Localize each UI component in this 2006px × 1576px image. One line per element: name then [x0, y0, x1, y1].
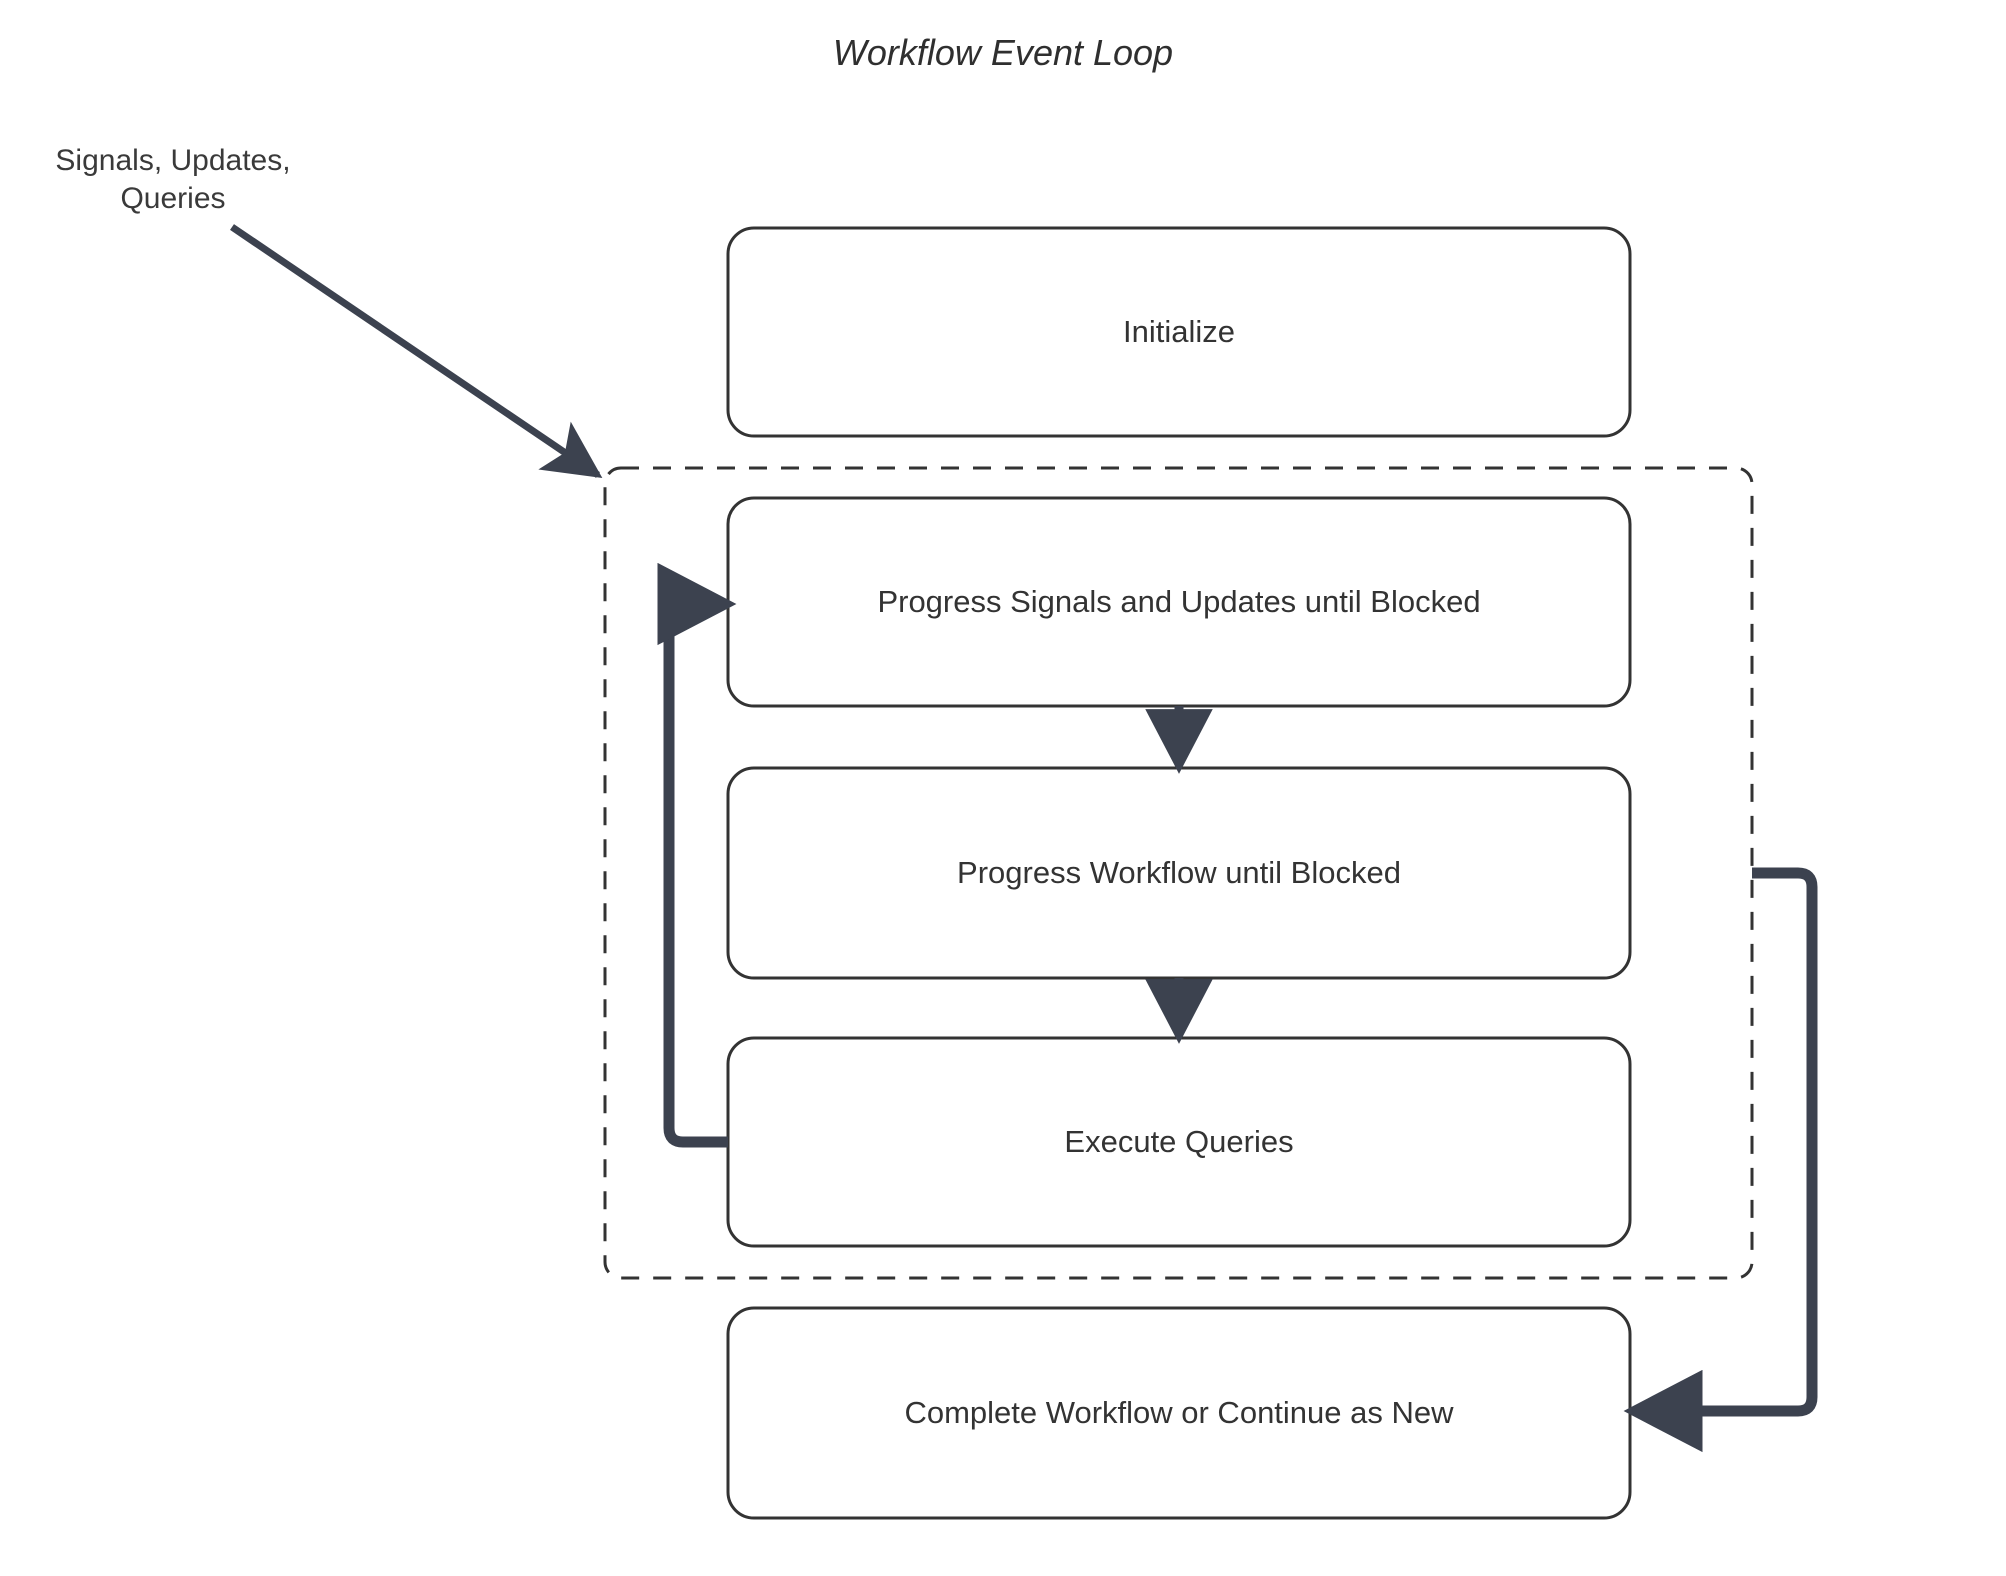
event-loop-dashed-region	[603, 466, 1754, 1280]
node-box-initialize[interactable]	[726, 226, 1632, 438]
node-box-progress-signals-updates[interactable]	[726, 496, 1632, 708]
node-box-complete-workflow[interactable]	[726, 1306, 1632, 1520]
node-box-progress-workflow[interactable]	[726, 766, 1632, 980]
edge-loop-exit-to-complete-workflow	[1623, 867, 1818, 1453]
node-box-execute-queries[interactable]	[726, 1036, 1632, 1248]
edge-external-input-arrow	[230, 224, 603, 478]
edge-loop-back-to-progress-su	[657, 562, 737, 1148]
